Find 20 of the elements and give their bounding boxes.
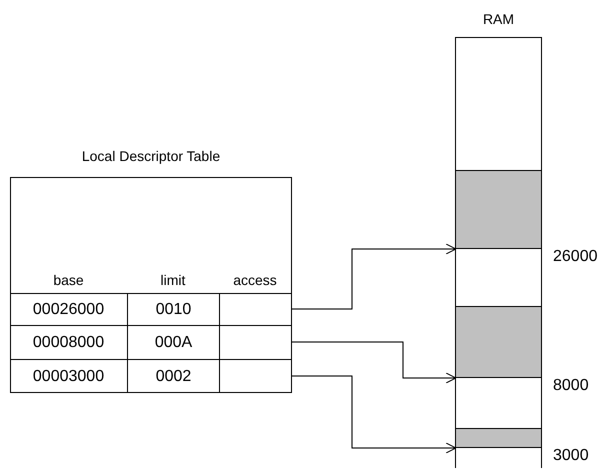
table-cell-text: 00026000 xyxy=(32,300,106,320)
address-label: 3000 xyxy=(553,447,589,465)
table-row xyxy=(10,325,292,359)
arrow xyxy=(292,342,456,384)
table-cell-text: 00008000 xyxy=(32,332,106,352)
table-cell-text: 00003000 xyxy=(32,366,106,386)
address-label: 26000 xyxy=(553,248,598,266)
table-cell: 000A xyxy=(127,326,219,359)
table-cell: 0010 xyxy=(127,294,219,325)
table-row xyxy=(10,359,292,393)
column-header: access xyxy=(232,272,278,288)
arrow xyxy=(292,376,456,454)
column-header: limit xyxy=(160,272,186,288)
column-header: base xyxy=(52,272,85,288)
table-cell: 0002 xyxy=(127,360,219,393)
memory-title: RAM xyxy=(482,11,516,27)
address-label: 8000 xyxy=(553,377,589,395)
table-title: Local Descriptor Table xyxy=(80,148,222,164)
arrow xyxy=(292,244,456,310)
table-row xyxy=(10,293,292,325)
